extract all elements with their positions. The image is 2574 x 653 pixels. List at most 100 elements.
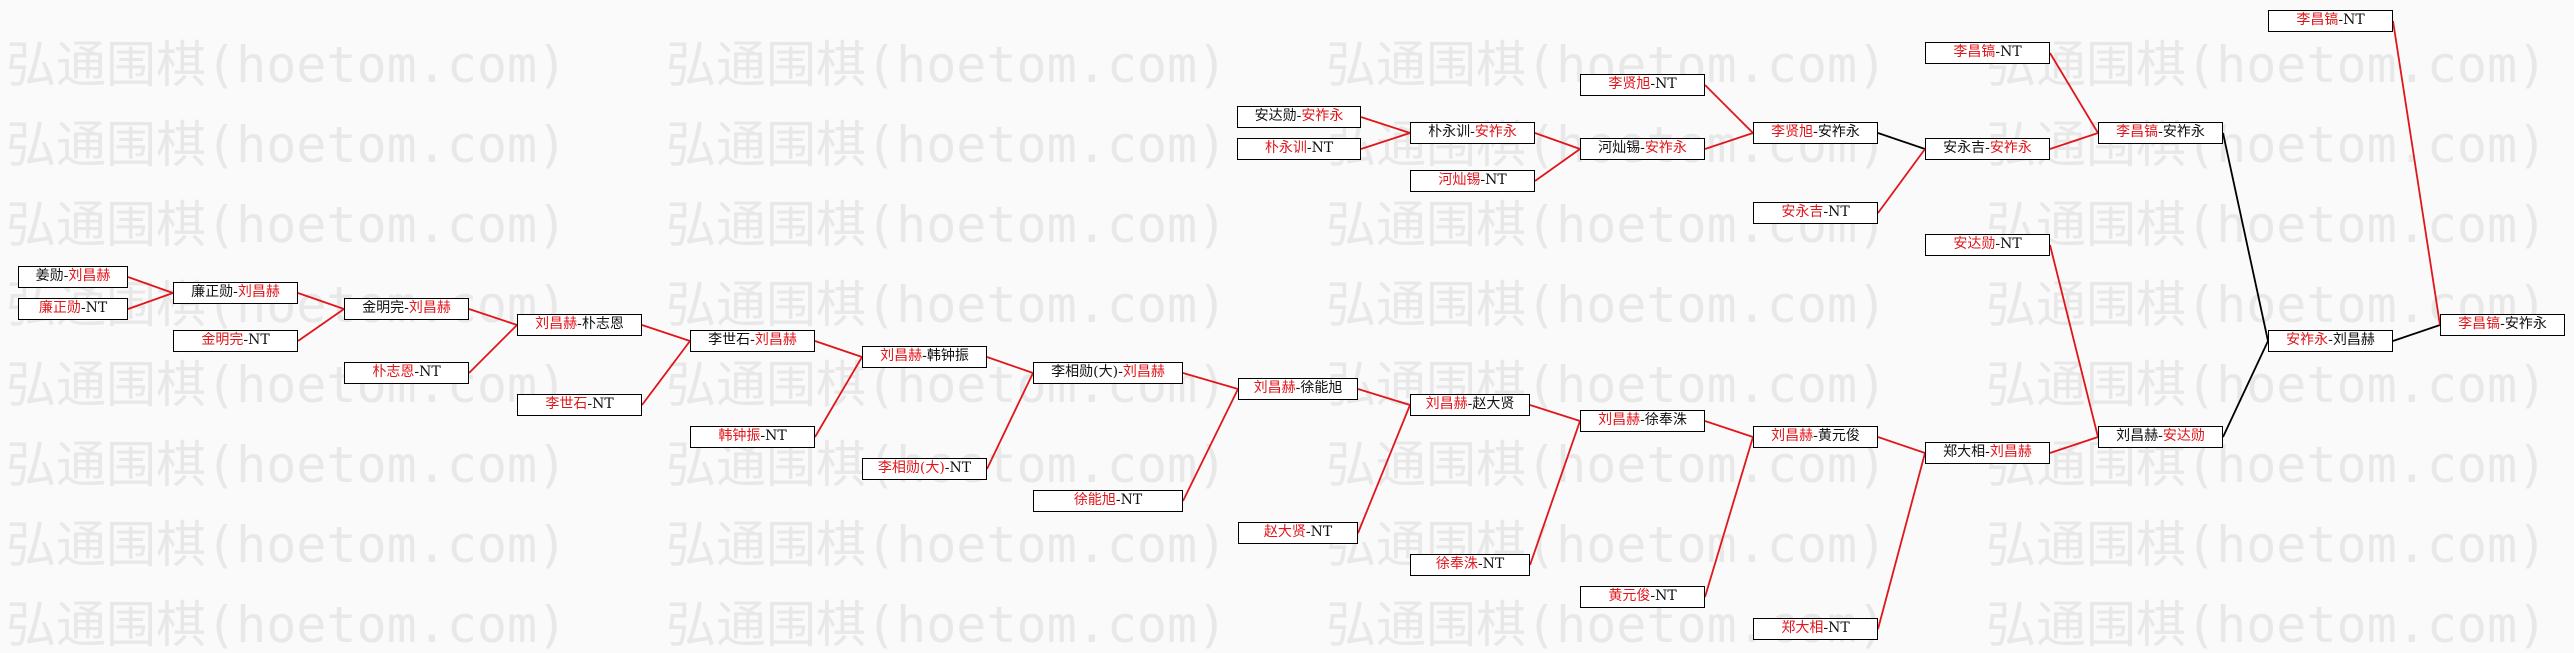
separator: - <box>2328 332 2333 348</box>
player-name: 刘昌赫 <box>1253 380 1296 396</box>
player-name: 李相勋(大) <box>877 460 945 476</box>
player-name: 安达勋 <box>2162 428 2205 444</box>
player-name: 安永吉 <box>1943 140 1986 156</box>
player-name: 安祚永 <box>1301 108 1344 124</box>
match-box-r12a: 郑大相-刘昌赫 <box>1925 442 2050 464</box>
player-name: 李昌镐 <box>1953 44 1996 60</box>
watermark-text: 弘通围棋(hoetom.com) <box>1986 196 2547 254</box>
player-name: 朴永训 <box>1264 140 1307 156</box>
player-name: NT <box>949 460 972 476</box>
separator: - <box>1296 108 1302 124</box>
match-box-u2a: 朴永训-安祚永 <box>1410 122 1535 144</box>
player-name: NT <box>2000 44 2022 60</box>
separator: - <box>587 396 593 412</box>
watermark-text: 弘通围棋(hoetom.com) <box>1986 116 2547 174</box>
match-box-r6a: 刘昌赫-韩钟振 <box>862 346 987 368</box>
bracket-connector <box>1182 372 1239 390</box>
match-box-r2b: 金明完-NT <box>173 330 298 352</box>
player-name: 安祚永 <box>1989 140 2032 156</box>
bracket-connector <box>1534 148 1581 182</box>
player-name: NT <box>765 428 787 444</box>
match-box-u6a: 李昌镐-安祚永 <box>2098 122 2223 144</box>
match-box-r3a: 金明完-刘昌赫 <box>344 298 469 320</box>
bracket-connector <box>1529 420 1581 566</box>
player-name: 河灿锡 <box>1438 172 1481 188</box>
separator: - <box>1480 172 1486 188</box>
bracket-connector <box>1360 132 1411 150</box>
player-name: 刘昌赫 <box>2116 428 2159 444</box>
player-name: 李世石 <box>708 332 751 348</box>
match-box-r8b: 赵大贤-NT <box>1238 522 1358 544</box>
bracket-connector <box>1877 148 1926 214</box>
bracket-connector <box>2392 20 2441 326</box>
player-name: 廉正勋 <box>38 300 81 316</box>
match-box-r8a: 刘昌赫-徐能旭 <box>1238 378 1358 400</box>
watermark-text: 弘通围棋(hoetom.com) <box>1986 596 2547 653</box>
player-name: NT <box>2000 236 2022 252</box>
watermark-text: 弘通围棋(hoetom.com) <box>1986 36 2547 94</box>
match-box-u3a: 河灿锡-安祚永 <box>1580 138 1705 160</box>
player-name: 刘昌赫 <box>408 300 451 316</box>
match-box-u2b: 河灿锡-NT <box>1410 170 1535 192</box>
bracket-connector <box>814 356 863 438</box>
bracket-connector <box>2222 340 2269 438</box>
match-box-r11a: 刘昌赫-黄元俊 <box>1753 426 1878 448</box>
player-name: 刘昌赫 <box>2332 332 2375 348</box>
player-name: NT <box>1828 620 1850 636</box>
watermark-text: 弘通围棋(hoetom.com) <box>1986 436 2547 494</box>
match-box-u5a: 安永吉-安祚永 <box>1925 138 2050 160</box>
separator: - <box>1477 556 1483 572</box>
player-name: 刘昌赫 <box>68 268 111 284</box>
match-box-r4b: 李世石-NT <box>517 394 642 416</box>
watermark-text: 弘通围棋(hoetom.com) <box>1986 516 2547 574</box>
player-name: 刘昌赫 <box>1122 364 1165 380</box>
player-name: 金明完 <box>362 300 405 316</box>
separator: - <box>1650 76 1656 92</box>
match-box-u3b: 李贤旭-NT <box>1580 74 1705 96</box>
separator: - <box>1813 124 1818 140</box>
player-name: NT <box>248 332 270 348</box>
match-box-r5a: 李世石-刘昌赫 <box>690 330 815 352</box>
watermark-text: 弘通围棋(hoetom.com) <box>1326 276 1887 334</box>
bracket-connector <box>1529 404 1581 422</box>
player-name: 李贤旭 <box>1608 76 1651 92</box>
bracket-connector <box>1360 116 1411 134</box>
watermark-text: 弘通围棋(hoetom.com) <box>666 596 1227 653</box>
separator: - <box>1306 140 1312 156</box>
player-name: 姜勋 <box>35 268 64 284</box>
separator: - <box>414 364 420 380</box>
match-box-u1b: 朴永训-NT <box>1237 138 1361 160</box>
bracket-connector <box>468 324 518 374</box>
match-box-u4a: 李贤旭-安祚永 <box>1753 122 1878 144</box>
player-name: NT <box>1485 172 1507 188</box>
match-box-r9b: 徐奉洙-NT <box>1410 554 1530 576</box>
separator: - <box>1640 140 1645 156</box>
match-box-r1a: 姜勋-刘昌赫 <box>18 266 128 288</box>
player-name: NT <box>592 396 614 412</box>
player-name: NT <box>85 300 108 316</box>
player-name: 李昌镐 <box>2296 12 2339 28</box>
match-box-r11b: 郑大相-NT <box>1753 618 1878 640</box>
separator: - <box>750 332 755 348</box>
player-name: NT <box>1310 524 1333 540</box>
player-name: NT <box>1120 492 1143 508</box>
bracket-connector <box>2049 132 2099 150</box>
bracket-connector <box>641 324 691 342</box>
bracket-connector <box>1877 436 1926 454</box>
match-box-r10a: 刘昌赫-徐奉洙 <box>1580 410 1705 432</box>
bracket-connector <box>1704 420 1754 438</box>
match-box-f3: 李昌镐-安祚永 <box>2440 314 2565 336</box>
watermark-text: 弘通围棋(hoetom.com) <box>666 36 1227 94</box>
player-name: 赵大贤 <box>1472 396 1515 412</box>
player-name: 刘昌赫 <box>237 284 280 300</box>
match-box-r6b: 李相勋(大)-NT <box>862 458 987 480</box>
separator: - <box>63 268 69 284</box>
bracket-connector <box>641 340 691 406</box>
player-name: 河灿锡 <box>1598 140 1641 156</box>
separator: - <box>2158 428 2163 444</box>
separator: - <box>1813 428 1818 444</box>
player-name: 安祚永 <box>1817 124 1860 140</box>
match-box-u4b: 安永吉-NT <box>1753 202 1878 224</box>
player-name: 安达勋 <box>1953 236 1996 252</box>
